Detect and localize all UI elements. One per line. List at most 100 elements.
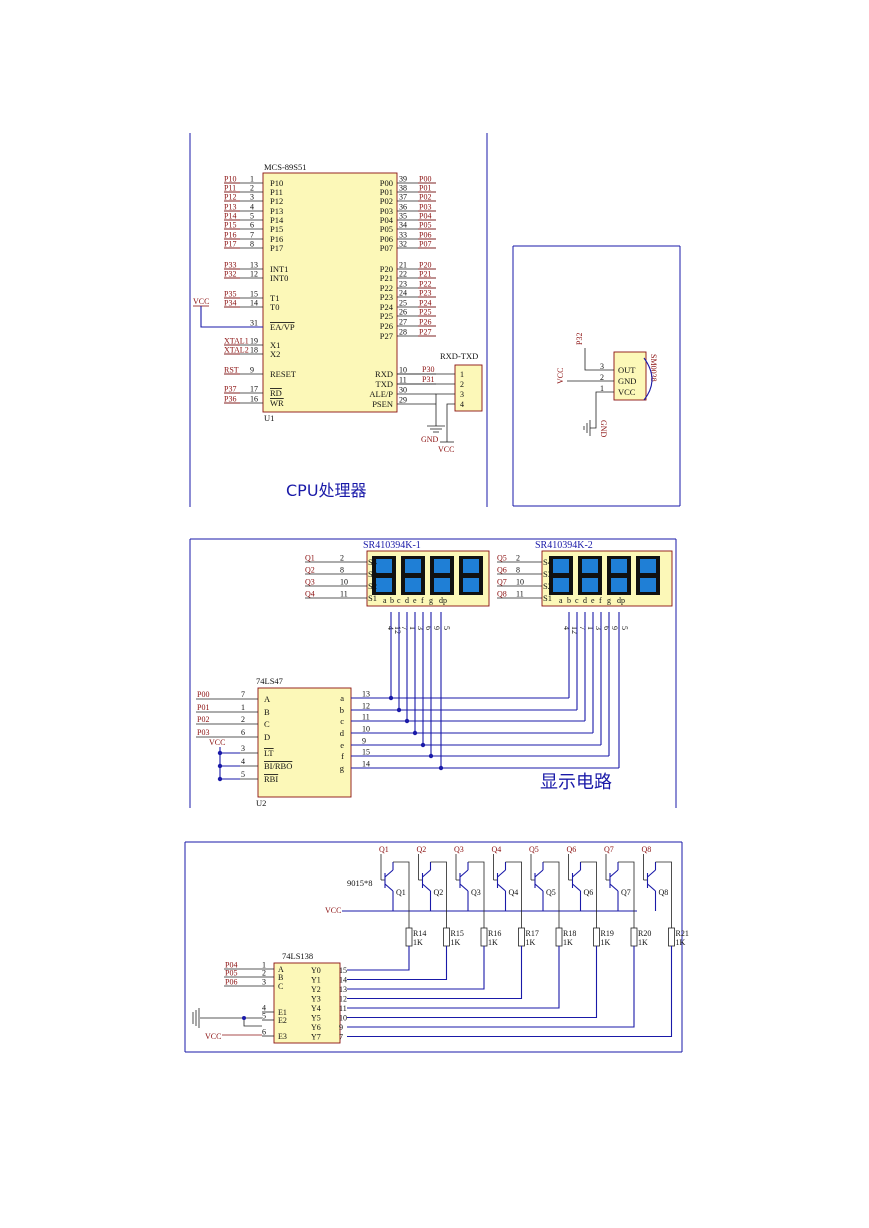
display-select-num: 10 [340, 578, 348, 587]
decoder-output-name: f [341, 751, 344, 761]
svg-text:OUT: OUT [618, 365, 636, 375]
decoder-138-input-name: E3 [278, 1032, 287, 1041]
display-select-name: S2 [543, 581, 552, 591]
transistor-net-label: Q7 [604, 845, 614, 854]
display-select-name: S2 [368, 581, 377, 591]
seven-seg-lower-window [640, 578, 656, 592]
decoder-input-name: LT [264, 748, 274, 758]
svg-text:P31: P31 [422, 375, 434, 384]
mcu-pin-name: P05 [380, 224, 393, 234]
mcu-net-label: XTAL2 [224, 346, 249, 355]
seven-seg-lower-window [582, 578, 598, 592]
decoder-138-output-num: 13 [339, 985, 347, 994]
mcu-pin-number: 39 [399, 175, 407, 184]
mcu-pin-name: P20 [380, 264, 393, 274]
mcu-net-label: P22 [419, 280, 431, 289]
display-select-net: Q5 [497, 554, 507, 563]
transistor-ref: Q7 [621, 888, 631, 897]
segment-letter: d [405, 596, 409, 605]
sensor-part-name: SM0038 [649, 354, 658, 382]
resistor-ref: R15 [451, 929, 464, 938]
display-select-net: Q7 [497, 578, 507, 587]
mcu-net-label: P37 [224, 385, 236, 394]
decoder-input-num: 7 [241, 690, 245, 699]
resistor [630, 927, 638, 947]
segment-pin-number: 3 [416, 626, 425, 630]
resistor-ref: R19 [601, 929, 614, 938]
mcu-net-label: P33 [224, 261, 236, 270]
mcu-pin-name: P23 [380, 292, 393, 302]
seven-seg-digits [372, 556, 660, 595]
decoder-138-input-name: C [278, 982, 283, 991]
seven-seg-lower-window [405, 578, 421, 592]
decoder-output-name: b [340, 705, 344, 715]
decoder-input-net: P02 [197, 715, 209, 724]
segment-pin-number: 9 [610, 626, 619, 630]
segment-letter: g [607, 596, 611, 605]
segment-letter: b [567, 596, 571, 605]
decoder-input-name: B [264, 707, 270, 717]
decoder-138-output-num: 9 [339, 1023, 343, 1032]
mcu-net-label: P14 [224, 212, 236, 221]
display-select-num: 8 [340, 566, 344, 575]
decoder-138-output-wire [347, 946, 410, 971]
decoder-138-input-name: B [278, 973, 283, 982]
collector-wire [468, 861, 485, 928]
mcu-pin-name: T1 [270, 293, 279, 303]
mcu-pin-name: P22 [380, 283, 393, 293]
display-1-title: SR410394K-1 [363, 540, 421, 551]
decoder-138-output-name: Y1 [311, 976, 321, 985]
mcu-pin-name: RXD [375, 369, 393, 379]
decoder-138-input-num: 5 [262, 1012, 266, 1021]
segment-pin-number: 1 [586, 626, 595, 630]
mcu-net-label: P24 [419, 299, 431, 308]
mcu-pin-name: P15 [270, 224, 283, 234]
sensor-body [613, 351, 647, 401]
mcu-pin-name: P24 [380, 302, 394, 312]
decoder-138-output-wire [347, 946, 635, 1028]
mcu-pin-number: 31 [250, 319, 258, 328]
mcu-pin-name: X2 [270, 349, 280, 359]
mcu-pin-number: 2 [250, 184, 254, 193]
decoder-138-input-num: 4 [262, 1004, 266, 1013]
mcu-net-label: P10 [224, 175, 236, 184]
collector-wire [543, 861, 560, 928]
display-panel-caption: 显示电路 [540, 772, 612, 793]
display-select-num: 11 [516, 590, 524, 599]
decoder-138-output-num: 11 [339, 1004, 347, 1013]
seven-seg-lower-window [434, 578, 450, 592]
mcu-net-label: P15 [224, 221, 236, 230]
segment-letter: f [421, 596, 424, 605]
mcu-net-label: P05 [419, 221, 431, 230]
segment-pin-number: 12 [570, 626, 579, 634]
svg-text:P32: P32 [575, 333, 584, 345]
mcu-pin-name: P17 [270, 243, 283, 253]
segment-letter: g [429, 596, 433, 605]
svg-text:3: 3 [460, 390, 464, 399]
ea-vcc-wire [200, 306, 263, 328]
seven-seg-upper-window [376, 559, 392, 573]
decoder-input-num: 3 [241, 744, 245, 753]
mcu-chip-title: MCS-89S51 [264, 162, 307, 172]
mcu-pin-number: 17 [250, 385, 258, 394]
svg-text:2: 2 [600, 373, 604, 382]
decoder-138-input-name: A [278, 965, 284, 974]
display-select-name: S4 [543, 557, 553, 567]
svg-text:GND: GND [599, 420, 608, 438]
mcu-pin-name: RESET [270, 369, 297, 379]
display-select-name: S1 [543, 593, 552, 603]
resistor [480, 927, 488, 947]
cpu-panel-caption: CPU处理器 [286, 481, 367, 500]
decoder-74ls138-title: 74LS138 [282, 951, 313, 961]
display-select-net: Q2 [305, 566, 315, 575]
mcu-pin-name: P06 [380, 234, 393, 244]
segment-letter: c [575, 596, 579, 605]
mcu-pin-name: INT0 [270, 273, 288, 283]
resistor-value: 1K [601, 938, 611, 947]
decoder-input-name: D [264, 732, 270, 742]
transistor-net-label: Q4 [492, 845, 502, 854]
